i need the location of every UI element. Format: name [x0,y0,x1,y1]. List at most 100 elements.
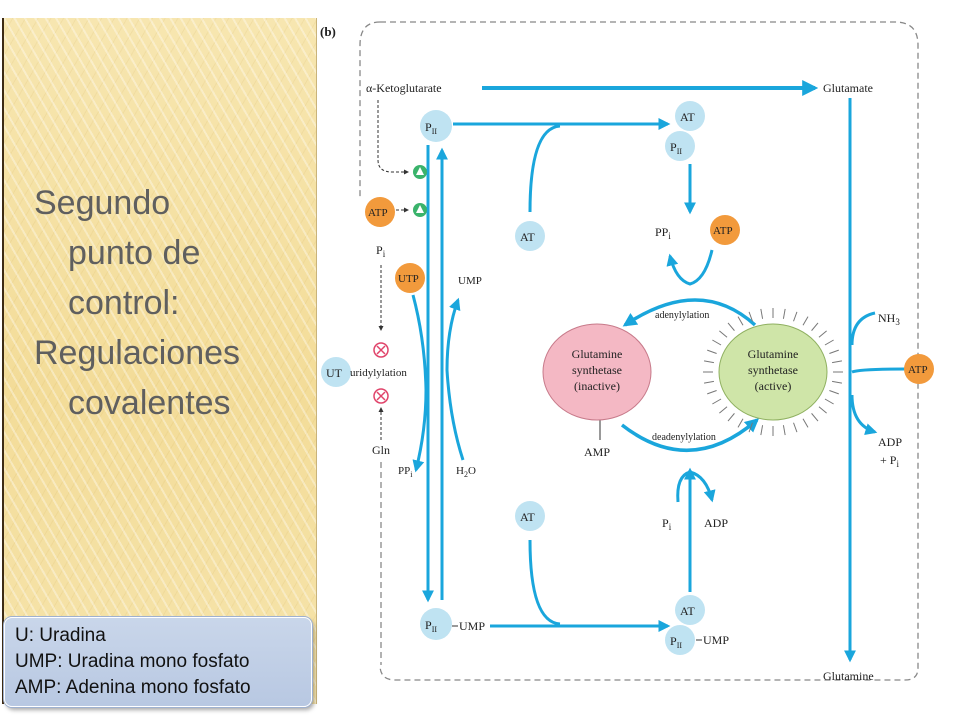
pii-label-top: PII [425,120,437,136]
deadenylylation-arrow [620,418,760,453]
gs-active-line-1: Glutamine [748,347,799,361]
atp-label-right: ATP [908,364,928,376]
title-line-3: control: [68,284,180,322]
glutamate-label: Glutamate [823,81,873,95]
gs-active-rays [703,308,843,436]
pii-label-complex-bottom: PII [670,634,682,650]
active-ray [760,425,764,436]
utp-label: UTP [398,273,419,285]
ppi-label-top: PPi [655,225,671,241]
at-circle-complex-top [675,101,705,131]
adp-label-right: ADP [878,435,902,449]
at-label-complex-top: AT [680,110,695,124]
glutamine-label: Glutamine [823,669,874,683]
gs-inactive-line-1: Glutamine [572,347,623,361]
active-ray [712,398,722,405]
gs-active-line-2: synthetase [748,363,798,377]
active-ray [829,389,839,395]
active-ray [737,316,744,326]
glutamine-synthetase-regulation-diagram: (b) α-Ketoglutarate Glutamate Glutamine … [320,21,934,683]
h2o-to-ump-arrow [445,297,465,461]
pi-adp-loop [676,470,716,503]
ut-label: UT [326,366,343,380]
active-ray [748,311,753,322]
title-panel [4,18,316,704]
active-ray [832,380,843,384]
title-line-4: Regulaciones [34,334,241,372]
ut-circle [321,357,351,387]
atp-label-adenylylation: ATP [713,225,733,237]
active-ray [737,418,744,428]
ppi-label-bottom: PPi [398,465,413,479]
pii-circle-complex-top [665,131,695,161]
adenylylation-arrow [622,298,757,327]
active-ray [802,418,809,428]
gs-active-ellipse [718,323,828,421]
active-ray [719,330,728,338]
gln-label: Gln [372,443,390,457]
nh3-label: NH3 [878,311,900,327]
active-ray [793,422,798,433]
activator-triangle-2 [416,205,424,213]
gs-active-line-3: (active) [755,379,792,393]
activator-triangle-1 [416,167,424,175]
atp-ppi-loop [666,249,714,286]
inhibitor-x-2 [376,391,386,401]
note-line-amp: AMP: Adenina mono fosfato [15,677,251,698]
ump-label-bottom: UMP [459,619,485,633]
gs-inactive-ellipse [542,323,652,421]
active-ray [782,425,786,436]
pii-circle-bottom [420,608,452,640]
active-ray [760,308,764,319]
utp-circle [395,263,425,293]
pii-label-complex-top: PII [670,140,682,156]
active-ray [719,406,728,414]
at-label-bottom-left: AT [520,510,535,524]
atp-input-arrow [851,367,906,374]
atp-circle-left [365,197,395,227]
panel-right-border [316,18,317,704]
at-circle-complex-bottom [675,595,705,625]
pii-circle-complex-bottom [665,625,695,655]
abbreviations-note: U: Uradina UMP: Uradina mono fosfato AMP… [4,617,312,707]
nh3-input-arrow [850,311,876,346]
ump-label-complex-bottom: UMP [703,633,729,647]
at-circle-top-left [515,221,545,251]
pi-label-bottom: Pi [662,516,672,532]
note-line-ump: UMP: Uradina mono fosfato [15,651,250,672]
active-ray [748,422,753,433]
gs-inactive-line-3: (inactive) [574,379,620,393]
active-ray [707,349,717,355]
active-ray [824,398,834,405]
active-ray [703,380,714,384]
active-ray [818,406,827,414]
at-label-complex-bottom: AT [680,604,695,618]
note-line-u: U: Uradina [15,625,106,646]
active-ray [707,389,717,395]
slide-title: Segundo punto de control: Regulaciones c… [34,178,240,428]
pi-label-left: Pi [376,243,386,259]
active-ray [727,413,735,422]
active-ray [727,322,735,331]
ketoglutarate-label: α-Ketoglutarate [366,81,442,95]
inhibitor-x-1 [376,345,386,355]
at-binding-bottom [528,539,561,626]
atp-circle-right [904,354,934,384]
active-ray [818,330,827,338]
adenylylation-label: adenylylation [655,310,709,321]
atp-circle-adenylylation [710,215,740,245]
active-ray [811,322,819,331]
adp-pi-label-right: + Pi [880,453,899,469]
active-ray [802,316,809,326]
uridylylation-label: uridylylation [350,367,407,379]
utp-to-ppi-arrow [411,294,428,473]
gs-inactive-line-2: synthetase [572,363,622,377]
dashed-frame-left [359,21,381,200]
at-label-top-left: AT [520,230,535,244]
title-line-2: punto de [68,234,201,272]
active-ray [824,339,834,346]
active-ray [703,360,714,364]
active-ray [832,360,843,364]
panel-left-border [2,18,4,704]
active-ray [712,339,722,346]
